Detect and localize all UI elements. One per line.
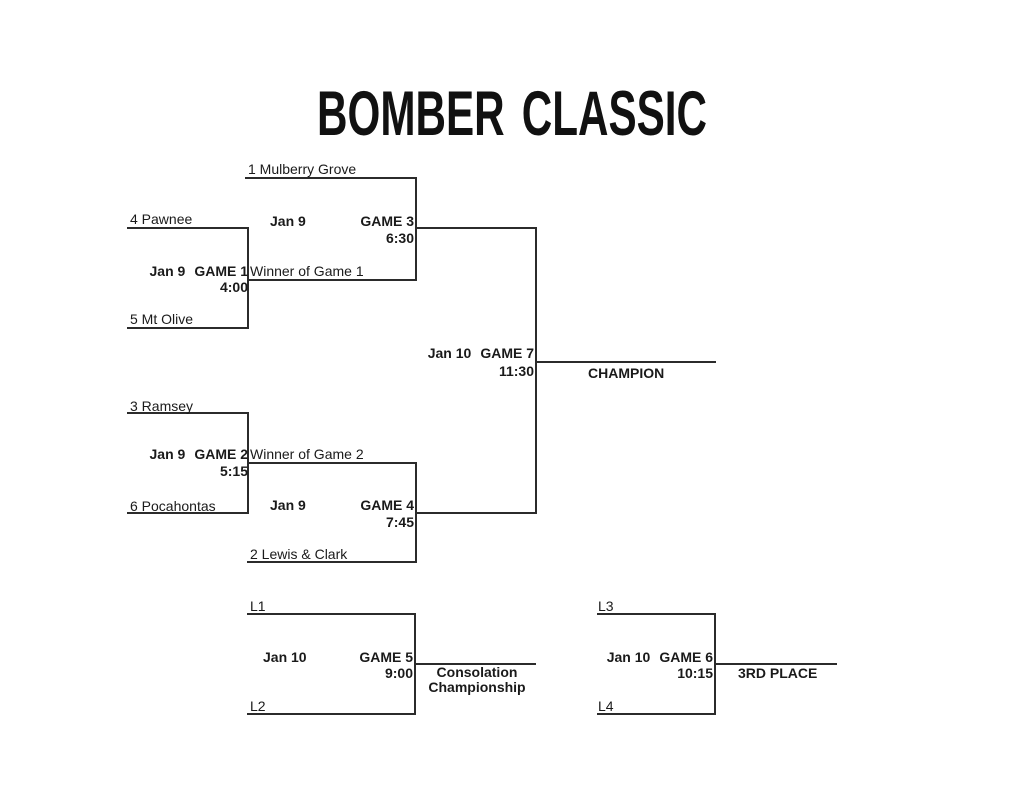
game4-date: Jan 9 (270, 497, 306, 513)
winner-game2-label: Winner of Game 2 (250, 446, 364, 462)
consolation-label-line2: Championship (428, 679, 526, 695)
slot-line-l2 (247, 713, 416, 715)
champion-line (536, 361, 716, 363)
consolation-line (414, 663, 536, 665)
slot-line-seed6 (127, 512, 249, 514)
game5-date: Jan 10 (263, 649, 307, 665)
game4-time: 7:45 (385, 514, 414, 530)
game7-date: Jan 10 (427, 345, 472, 361)
loser3-label: L3 (598, 598, 614, 614)
team-seed5: 5 Mt Olive (130, 311, 194, 327)
game3-time: 6:30 (385, 230, 414, 246)
game2-info: Jan 9 GAME 2 (150, 446, 249, 462)
loser1-label: L1 (250, 598, 266, 614)
consolation-label: Consolation Championship (415, 665, 539, 695)
advance-line-game3 (415, 227, 537, 229)
game6-date: Jan 10 (606, 649, 651, 665)
team-seed6: 6 Pocahontas (130, 498, 216, 514)
team-seed1: 1 Mulberry Grove (248, 161, 357, 177)
slot-line-winner-game1 (247, 279, 417, 281)
slot-line-l3 (597, 613, 716, 615)
game6-time: 10:15 (677, 665, 713, 681)
game1-date: Jan 9 (149, 263, 186, 279)
game3-date: Jan 9 (270, 213, 306, 229)
game7-info: Jan 10 GAME 7 (428, 345, 534, 361)
game6-name: GAME 6 (659, 649, 713, 665)
slot-line-seed4 (127, 227, 249, 229)
game4-name: GAME 4 (360, 497, 414, 513)
team-seed4: 4 Pawnee (130, 211, 193, 227)
connector-game3 (415, 177, 417, 281)
tournament-title: BOMBER CLASSIC (317, 79, 707, 149)
champion-label: CHAMPION (588, 365, 665, 381)
slot-line-winner-game2 (247, 462, 417, 464)
game2-time: 5:15 (219, 463, 248, 479)
game7-name: GAME 7 (480, 345, 534, 361)
game5-name: GAME 5 (359, 649, 413, 665)
team-seed3: 3 Ramsey (130, 398, 194, 414)
slot-line-seed1 (245, 177, 417, 179)
connector-game1 (247, 227, 249, 329)
game6-info: Jan 10 GAME 6 (607, 649, 713, 665)
title-wrap: BOMBER CLASSIC (0, 79, 1024, 149)
consolation-label-line1: Consolation (436, 664, 518, 680)
slot-line-seed3 (127, 412, 249, 414)
third-place-label: 3RD PLACE (738, 665, 818, 681)
advance-line-game4 (415, 512, 537, 514)
loser4-label: L4 (598, 698, 614, 714)
team-seed2: 2 Lewis & Clark (250, 546, 348, 562)
game2-name: GAME 2 (194, 446, 248, 462)
third-place-line (714, 663, 837, 665)
loser2-label: L2 (250, 698, 266, 714)
slot-line-seed5 (127, 327, 249, 329)
winner-game1-label: Winner of Game 1 (250, 263, 364, 279)
game1-time: 4:00 (219, 279, 248, 295)
game3-name: GAME 3 (360, 213, 414, 229)
game1-name: GAME 1 (194, 263, 248, 279)
connector-game7 (535, 227, 537, 514)
slot-line-l1 (247, 613, 416, 615)
game7-time: 11:30 (498, 363, 534, 379)
game1-info: Jan 9 GAME 1 (150, 263, 249, 279)
game2-date: Jan 9 (149, 446, 186, 462)
game5-time: 9:00 (384, 665, 413, 681)
slot-line-l4 (597, 713, 716, 715)
slot-line-seed2 (247, 561, 417, 563)
